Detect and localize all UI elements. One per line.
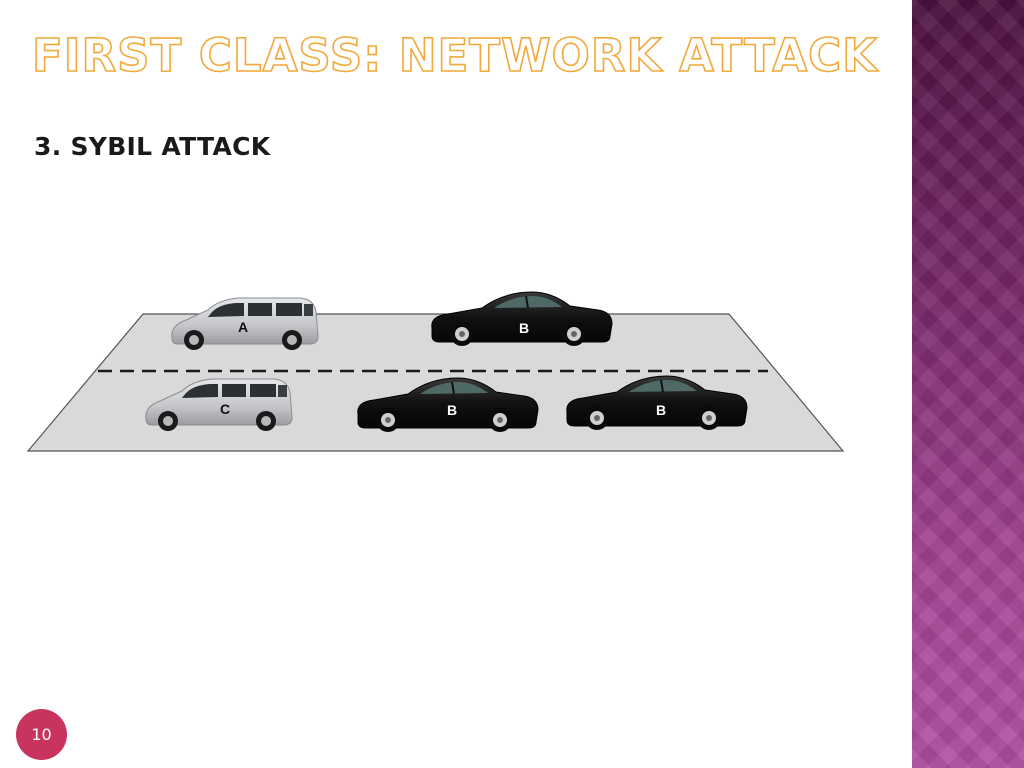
decorative-side-panel (912, 0, 1024, 768)
vehicle-b-sedan-real: B (430, 291, 613, 347)
vehicle-label: A (238, 319, 248, 335)
slide-subtitle: 3. SYBIL ATTACK (34, 132, 271, 161)
vehicle-b-sedan-sybil-2: B (565, 375, 748, 431)
page-number-badge: 10 (16, 709, 67, 760)
vehicle-label: C (220, 401, 230, 417)
vehicle-b-sedan-sybil-1: B (356, 377, 539, 433)
vehicle-label: B (519, 320, 529, 336)
road-diagram: A B C B B (26, 291, 845, 452)
slide-title: FIRST CLASS: NETWORK ATTACK (31, 28, 879, 83)
vehicle-label: B (656, 402, 666, 418)
vehicle-c-van: C (145, 378, 293, 432)
vehicle-a-van: A (171, 297, 319, 351)
vehicle-label: B (447, 402, 457, 418)
